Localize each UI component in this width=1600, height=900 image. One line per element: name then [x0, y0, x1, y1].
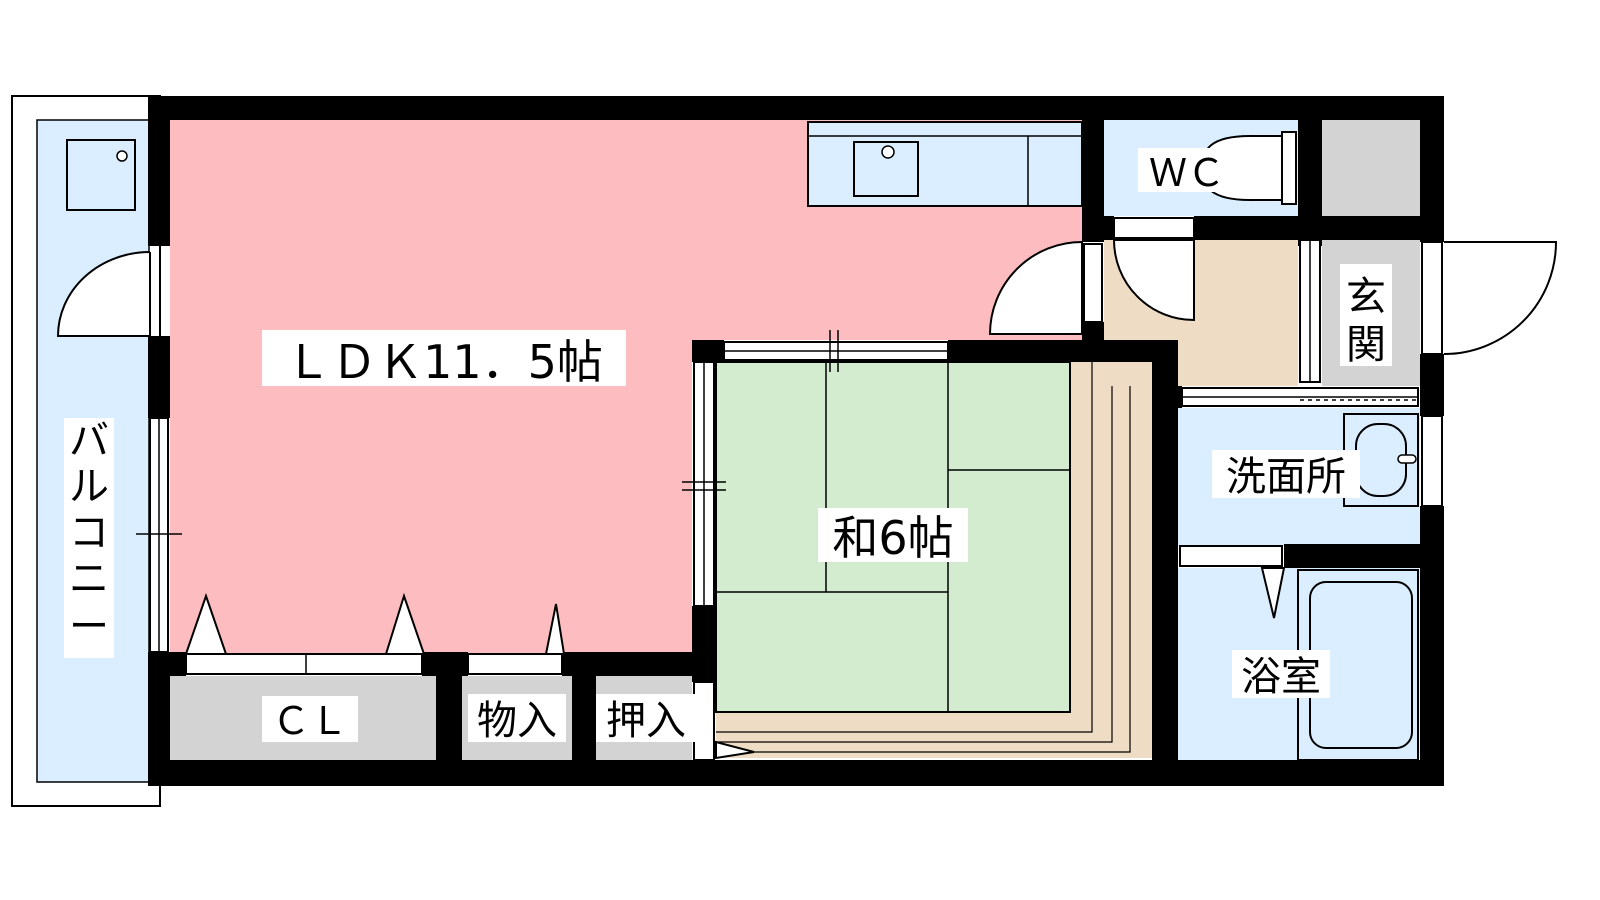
washitsu-label-bg — [818, 508, 968, 562]
wall-washitsu-right — [1152, 340, 1178, 786]
balcony-label-char: ニ — [69, 556, 109, 602]
monoire-label-bg — [468, 694, 566, 742]
wall-kitchen-wc-low — [1082, 322, 1104, 340]
wall-storage-top — [148, 652, 186, 676]
engawa-lines — [716, 362, 1131, 753]
toilet-tank-icon — [1281, 131, 1297, 205]
shoe-box — [1322, 120, 1420, 216]
wc-door-frame — [1113, 217, 1195, 239]
yokushitsu-label-bg — [1232, 650, 1330, 698]
walls — [148, 96, 1444, 786]
genkan-label-bottom: 関 — [1346, 322, 1386, 368]
faucet-icon — [1397, 454, 1417, 464]
entrance-door-swing — [1443, 241, 1558, 355]
genkan-label-bg — [1340, 264, 1392, 366]
bath-door — [1179, 545, 1283, 567]
balcony-label-char: ル — [69, 464, 109, 510]
ldk-label-bg — [262, 330, 626, 386]
closet-label: ＣＬ — [272, 699, 348, 743]
oshiire-label-bg — [596, 694, 696, 742]
ldk-door-swing — [988, 241, 1083, 335]
yokushitsu-label: 浴室 — [1241, 654, 1321, 700]
room-labels: ＬＤＫ11．5帖 和6帖 ＷＣ 玄 関 洗面所 浴室 ＣＬ 物入 押入 バ ル … — [69, 148, 1392, 744]
balcony-label-bg — [64, 418, 114, 658]
oshiire-label: 押入 — [606, 698, 686, 744]
monoire-door — [467, 653, 563, 675]
oshiire-door — [693, 681, 715, 761]
wall-right-top — [1420, 96, 1444, 242]
opening-lines — [136, 240, 1418, 674]
balcony-door-swing — [56, 251, 151, 337]
senmenjo-label-bg — [1212, 450, 1360, 498]
sink-drain-icon — [881, 145, 895, 159]
senmenjo-label: 洗面所 — [1226, 454, 1346, 500]
washing-machine-pan — [66, 139, 136, 211]
washitsu-label: 和6帖 — [832, 511, 953, 565]
wall-monoire-oshiire — [572, 652, 596, 786]
sink-icon — [853, 141, 919, 197]
wall-wc-bottom — [1104, 216, 1114, 240]
wall-washitsu-top — [948, 340, 1176, 362]
wall-left-bottom — [148, 652, 170, 786]
genkan-window — [1421, 241, 1443, 355]
drain-icon — [116, 150, 128, 162]
wall-left-mid — [148, 336, 170, 418]
wall-shoebox-bottom — [1322, 216, 1420, 240]
wall-right-bottom — [1420, 506, 1444, 786]
wall-wc-shoebox — [1298, 96, 1322, 240]
balcony-label-char: バ — [69, 418, 109, 464]
wall-right-mid — [1420, 354, 1444, 416]
closet-door — [185, 653, 423, 675]
wall-left-top — [148, 96, 170, 246]
balcony-label: バ ル コ ニ ー — [69, 418, 109, 650]
folding-door-marks — [184, 567, 1286, 760]
wall-washitsu-top-left — [692, 340, 724, 362]
senmen-window — [1421, 415, 1443, 507]
wall-senmen-top — [1178, 386, 1182, 408]
wc-label-bg — [1138, 148, 1236, 192]
wall-bottom — [148, 760, 1444, 786]
genkan-label-top: 玄 — [1346, 274, 1386, 320]
wc-label: ＷＣ — [1149, 151, 1225, 195]
door-swings — [988, 239, 1558, 355]
ldk-label: ＬＤＫ11．5帖 — [285, 335, 603, 389]
ldk-floor — [170, 120, 1082, 656]
balcony — [11, 95, 161, 807]
kitchen-counter — [807, 121, 1083, 207]
wall-kitchen-wc — [1082, 96, 1104, 242]
closet-label-bg — [262, 696, 358, 742]
wall-cl-monoire — [436, 652, 462, 786]
wc-door-swing — [1113, 239, 1195, 322]
wall-top — [148, 96, 1444, 120]
balcony-label-char: ー — [69, 604, 109, 650]
balcony-label-char: コ — [69, 510, 109, 556]
wall-senmen-bath — [1284, 544, 1420, 568]
monoire-label: 物入 — [477, 698, 557, 744]
